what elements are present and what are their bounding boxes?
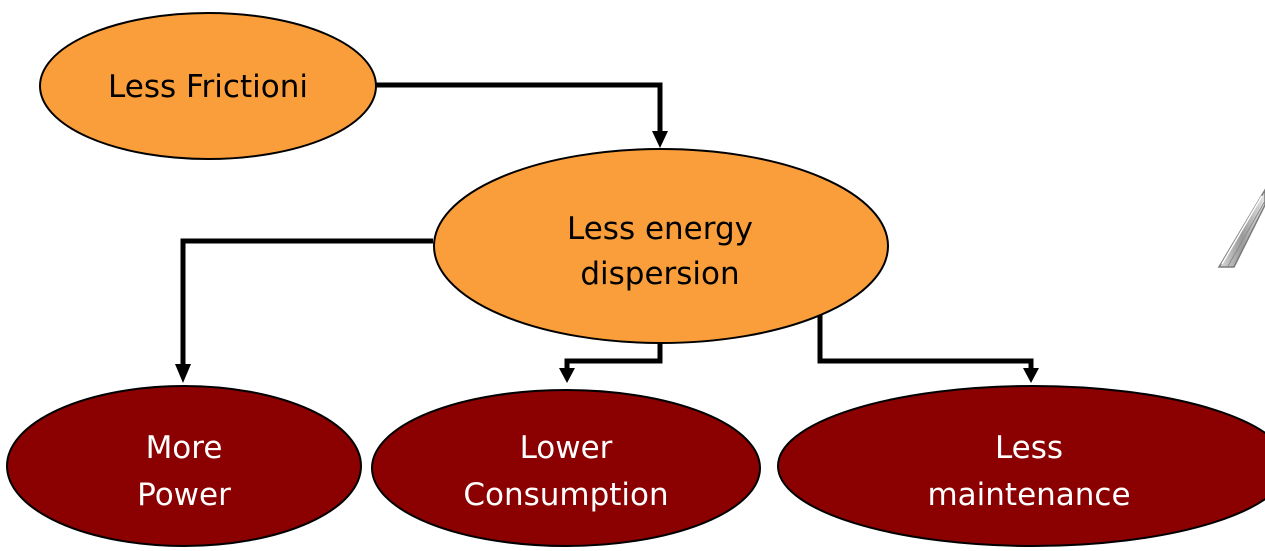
node-more-power-label-line1: More <box>146 430 223 466</box>
node-less-maintenance-label-line1: Less <box>995 430 1063 466</box>
node-less-maintenance-label-line2: maintenance <box>927 477 1130 513</box>
node-less-friction-label: Less Frictioni <box>108 69 308 105</box>
connector-dispersion-to-more-power <box>175 238 433 383</box>
node-less-maintenance-shape <box>777 385 1265 547</box>
connector-dispersion-to-less-maintenance <box>817 313 1039 383</box>
node-less-energy-dispersion-shape <box>433 148 889 344</box>
node-more-power-label-line2: Power <box>137 477 231 513</box>
node-less-energy-dispersion: Less energy dispersion <box>433 148 889 344</box>
partial-italic-letter-a-icon <box>1217 188 1265 268</box>
connector-dispersion-to-lower-consumption <box>559 340 663 383</box>
node-lower-consumption-label-line2: Consumption <box>463 477 668 513</box>
node-less-energy-dispersion-label-line2: dispersion <box>580 256 739 292</box>
node-more-power-shape <box>6 385 362 547</box>
node-more-power: More Power <box>6 385 362 547</box>
node-lower-consumption: Lower Consumption <box>371 389 761 547</box>
node-less-friction-shape <box>39 12 377 160</box>
node-lower-consumption-label-line1: Lower <box>520 430 613 466</box>
node-less-friction: Less Frictioni <box>39 12 377 160</box>
node-lower-consumption-shape <box>371 389 761 547</box>
node-less-energy-dispersion-label-line1: Less energy <box>567 211 753 247</box>
node-less-maintenance: Less maintenance <box>777 385 1265 547</box>
connector-friction-to-dispersion <box>372 82 668 148</box>
